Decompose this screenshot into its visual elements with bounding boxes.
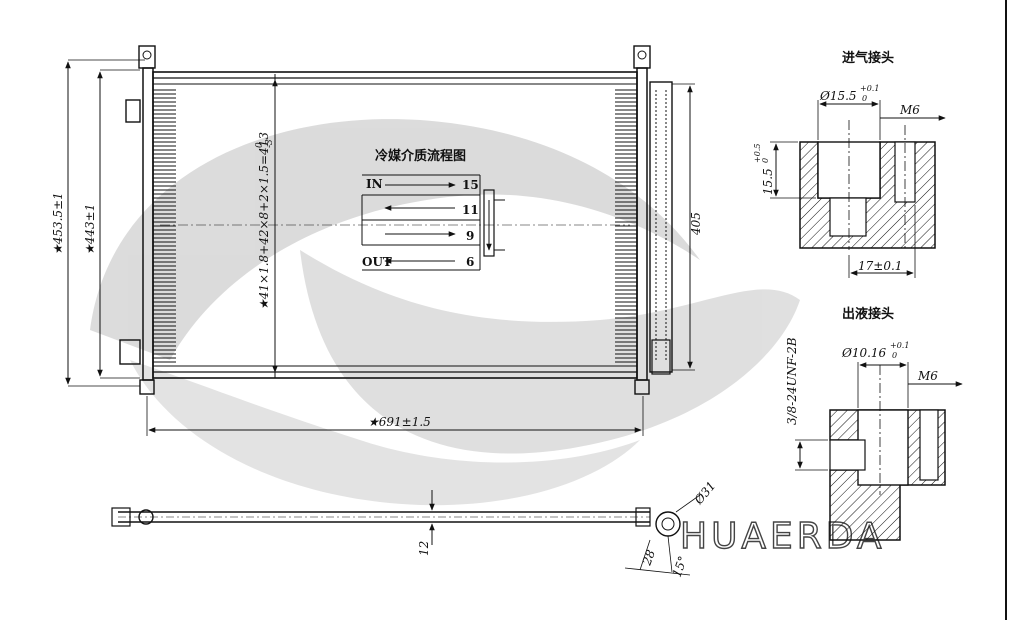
inlet-bore-dim: Ø15.5 (819, 89, 857, 103)
flow-count-1: 15 (462, 178, 479, 192)
outlet-bore-tol-upper: +0.1 (890, 341, 909, 350)
inlet-fitting-section (770, 100, 946, 278)
condenser-side-view (111, 490, 701, 576)
flow-receiver (483, 189, 495, 257)
bottom-right-bracket (634, 379, 650, 395)
side-diameter-dim: Ø31 (691, 479, 719, 508)
dim-core-tol-lower: -3 (265, 139, 275, 148)
inlet-height-tol-lower: 0 (761, 158, 770, 163)
flow-count-3: 9 (466, 229, 474, 243)
inlet-height-dim: 15.5 (761, 168, 775, 195)
dim-height-outer: ★453.5±1 (51, 192, 65, 255)
side-thickness-dim: 12 (417, 541, 431, 556)
inlet-height-tol-upper: +0.5 (753, 144, 762, 163)
dim-core-tol-upper: 0 (255, 142, 265, 148)
core-outline (152, 71, 638, 379)
outlet-fitting-section (795, 362, 963, 541)
side-angle-dim: 15° (670, 554, 690, 579)
inlet-thread-dim: M6 (899, 103, 920, 117)
dim-core-spec: ★41×1.8+42×8+2×1.5=413 (257, 132, 271, 310)
outlet-bore-tol-lower: 0 (892, 351, 897, 360)
flow-count-2: 11 (462, 203, 479, 217)
flow-title: 冷媒介质流程图 (375, 148, 466, 164)
dim-height-inner: ★443±1 (83, 204, 97, 255)
inlet-fitting-block (125, 99, 141, 123)
condenser-main-view (119, 45, 673, 395)
outlet-fitting-title: 出液接头 (842, 306, 894, 322)
flow-in-label: IN (366, 177, 383, 191)
bottom-left-bracket (139, 379, 155, 395)
fins-right (615, 89, 637, 363)
flow-out-label: OUT (362, 255, 392, 269)
dim-width: ★691±1.5 (368, 415, 431, 429)
dim-receiver-height: 405 (689, 212, 703, 236)
receiver-drier (649, 81, 673, 373)
side-offset-dim: 28 (639, 548, 658, 568)
inlet-bore-tol-lower: 0 (862, 94, 867, 103)
inlet-bore-tol-upper: +0.1 (860, 84, 879, 93)
outlet-pipe-thread: 3/8-24UNF-2B (785, 337, 799, 425)
inlet-pitch-dim: 17±0.1 (858, 259, 902, 273)
outlet-bore-dim: Ø10.16 (841, 346, 887, 360)
outlet-thread-dim: M6 (917, 369, 938, 383)
top-right-bracket (633, 45, 651, 69)
fins-left (153, 89, 176, 363)
inlet-fitting-title: 进气接头 (842, 50, 894, 66)
outlet-fitting-block (119, 339, 141, 365)
watermark-logo (90, 119, 800, 506)
flow-count-4: 6 (466, 255, 474, 269)
top-left-bracket (138, 45, 156, 69)
refrigerant-flow-diagram (361, 174, 505, 271)
main-dimensions (65, 59, 695, 436)
